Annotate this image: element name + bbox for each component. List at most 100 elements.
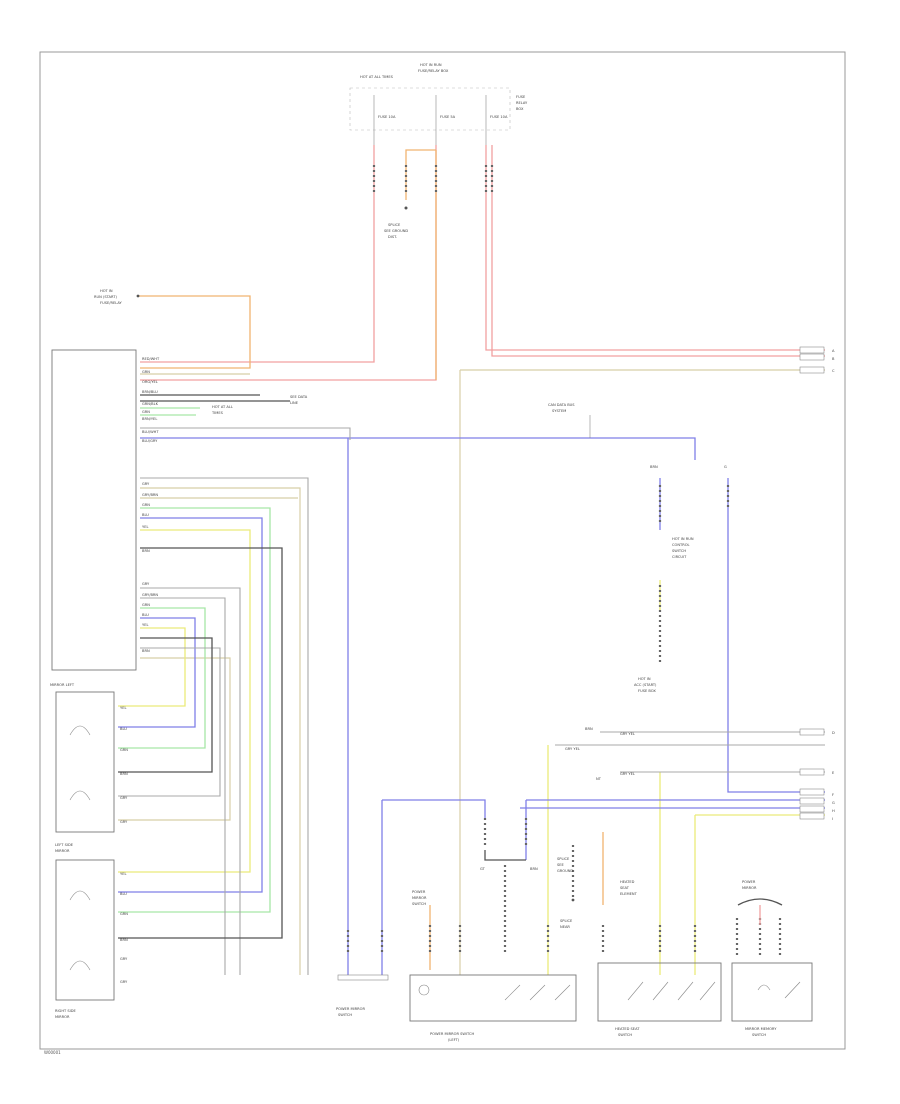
svg-text:LEFT SIDE: LEFT SIDE (55, 843, 74, 847)
svg-text:YEL: YEL (120, 706, 126, 710)
wires-orange (138, 149, 604, 970)
svg-text:ORG/YEL: ORG/YEL (142, 380, 158, 384)
svg-text:FUSE 5A: FUSE 5A (440, 115, 456, 119)
svg-text:GRN: GRN (120, 912, 128, 916)
labels-upper-left: HOT IN RUN (START) FUSE/RELAY HOT AT ALL… (94, 289, 591, 438)
svg-text:MIRROR: MIRROR (742, 886, 757, 890)
svg-text:BLU: BLU (120, 727, 127, 731)
svg-text:SWITCH: SWITCH (752, 1033, 766, 1037)
svg-text:F: F (832, 793, 834, 797)
svg-text:C: C (832, 369, 835, 373)
bottom-component-2: POWER MIRROR SWITCH (LEFT) POWER MIRROR … (409, 867, 577, 1042)
svg-text:GRY YEL: GRY YEL (565, 747, 580, 751)
diagram-frame (39, 51, 846, 1050)
page-code: W00001 (44, 1050, 61, 1055)
svg-text:BRN/YEL: BRN/YEL (142, 417, 157, 421)
wires-yellow (118, 529, 825, 975)
svg-text:HOT AT ALL: HOT AT ALL (212, 405, 233, 409)
svg-text:RED/WHT: RED/WHT (142, 357, 160, 361)
svg-text:ELEMENT: ELEMENT (620, 892, 638, 896)
bottom-component-1: POWER MIRROR SWITCH (336, 974, 389, 1017)
svg-text:I: I (832, 817, 833, 821)
svg-text:SPLICE: SPLICE (560, 919, 573, 923)
wires-blue (118, 437, 825, 975)
svg-text:GRY: GRY (120, 796, 128, 800)
wires-tan (118, 369, 825, 975)
svg-text:MIRROR: MIRROR (412, 896, 427, 900)
svg-text:SPLICE: SPLICE (557, 857, 570, 861)
svg-text:B: B (832, 357, 835, 361)
bottom-component-4: MIRROR MEMORY SWITCH POWER MIRROR (731, 880, 813, 1037)
svg-text:SWITCH: SWITCH (338, 1013, 352, 1017)
svg-text:GRN: GRN (142, 503, 150, 507)
svg-text:GRY: GRY (120, 820, 128, 824)
svg-text:GRY YEL: GRY YEL (620, 732, 635, 736)
svg-text:MIRROR: MIRROR (55, 849, 70, 853)
svg-text:GRY YEL: GRY YEL (620, 772, 635, 776)
svg-text:GRY/BRN: GRY/BRN (142, 493, 158, 497)
svg-text:HOT AT ALL TIMES: HOT AT ALL TIMES (360, 75, 394, 79)
svg-text:RELAY: RELAY (516, 101, 528, 105)
svg-text:LINE: LINE (290, 401, 299, 405)
svg-text:G: G (724, 465, 727, 469)
svg-text:POWER: POWER (742, 880, 756, 884)
svg-text:BLU: BLU (120, 892, 127, 896)
svg-text:BRN: BRN (530, 867, 538, 871)
svg-text:GROUND: GROUND (557, 869, 573, 873)
svg-text:RIGHT SIDE: RIGHT SIDE (55, 1009, 76, 1013)
svg-text:GRY: GRY (120, 980, 128, 984)
wires-green (118, 407, 271, 913)
svg-text:SWITCH: SWITCH (618, 1033, 632, 1037)
svg-text:NT: NT (596, 777, 602, 781)
svg-text:CIRCUIT: CIRCUIT (672, 555, 687, 559)
svg-text:RUN (START): RUN (START) (94, 295, 117, 299)
svg-text:BRN: BRN (142, 649, 150, 653)
wires-gray (118, 427, 825, 975)
svg-text:FUSE 10A: FUSE 10A (378, 115, 396, 119)
svg-text:BRN: BRN (142, 549, 150, 553)
svg-text:A: A (832, 349, 835, 353)
svg-text:SWITCH: SWITCH (412, 902, 426, 906)
svg-text:ACC (START): ACC (START) (634, 683, 657, 687)
svg-text:FUSE 10A: FUSE 10A (490, 115, 508, 119)
svg-text:MIRROR LEFT: MIRROR LEFT (50, 683, 75, 687)
svg-text:SEE GROUND: SEE GROUND (384, 229, 408, 233)
svg-text:GRN: GRN (142, 410, 150, 414)
svg-text:H: H (832, 809, 835, 813)
svg-text:POWER: POWER (412, 890, 426, 894)
svg-text:BRN/BLU: BRN/BLU (142, 390, 158, 394)
svg-text:BRN: BRN (120, 938, 128, 942)
svg-text:YEL: YEL (120, 872, 126, 876)
svg-text:FUSE/RELAY: FUSE/RELAY (100, 301, 122, 305)
svg-text:BRN: BRN (650, 465, 658, 469)
svg-text:HOT IN RUN: HOT IN RUN (672, 537, 694, 541)
svg-text:POWER MIRROR: POWER MIRROR (336, 1007, 365, 1011)
svg-text:NEAR: NEAR (560, 925, 570, 929)
svg-text:G: G (832, 801, 835, 805)
svg-text:HEATED SEAT: HEATED SEAT (615, 1027, 640, 1031)
svg-text:CAN DATA BUS: CAN DATA BUS (548, 403, 575, 407)
svg-text:SYSTEM: SYSTEM (552, 409, 566, 413)
right-side-component: BRN G HOT IN RUN CONTROL SWITCH CIRCUIT … (634, 465, 727, 693)
svg-text:(LEFT): (LEFT) (448, 1038, 460, 1042)
svg-text:FUSE/RELAY BOX: FUSE/RELAY BOX (418, 69, 449, 73)
connector-ticks (346, 165, 782, 955)
svg-text:GRY: GRY (142, 482, 150, 486)
svg-text:FUSE BOX: FUSE BOX (638, 689, 656, 693)
svg-text:BRN: BRN (585, 727, 593, 731)
svg-text:FUSE: FUSE (516, 95, 526, 99)
svg-text:POWER MIRROR SWITCH: POWER MIRROR SWITCH (430, 1032, 474, 1036)
svg-text:BRN: BRN (120, 772, 128, 776)
right-edge-labels: A B C D E F G H I GRY YEL GRY YEL GRY YE… (565, 346, 835, 821)
svg-text:SEE DATA: SEE DATA (290, 395, 308, 399)
svg-text:BLU: BLU (142, 613, 149, 617)
svg-text:BLU/GRY: BLU/GRY (142, 439, 158, 443)
svg-text:HOT IN: HOT IN (100, 289, 113, 293)
actuator-box-lower: YEL BLU GRN BRN GRY GRY RIGHT SIDE MIRRO… (55, 859, 128, 1019)
svg-text:SEAT: SEAT (620, 886, 630, 890)
splice-top: SPLICE SEE GROUND DIST. (384, 206, 408, 239)
svg-text:SWITCH: SWITCH (672, 549, 686, 553)
svg-text:BLU/WHT: BLU/WHT (142, 430, 159, 434)
control-module-left: RED/WHT GRN ORG/YEL BRN/BLU GRN/BLK GRN … (51, 349, 160, 671)
